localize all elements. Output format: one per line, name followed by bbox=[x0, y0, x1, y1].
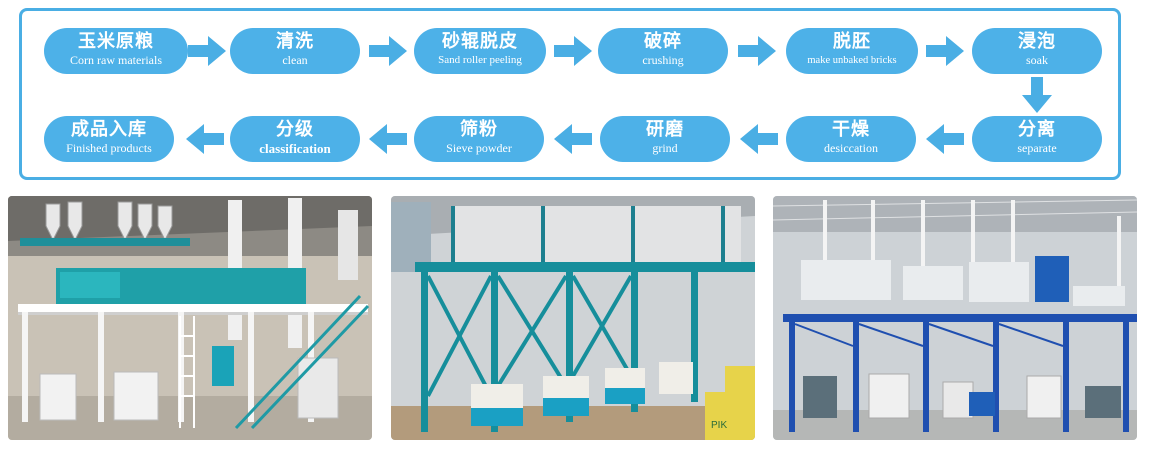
step-sand-roller-peeling: 砂辊脱皮 Sand roller peeling bbox=[414, 28, 546, 74]
step-en-label: Finished products bbox=[66, 141, 152, 155]
step-en-label: soak bbox=[1026, 53, 1048, 67]
arrow-left-icon bbox=[740, 124, 778, 154]
arrow-down-icon bbox=[1022, 77, 1052, 113]
step-en-label: separate bbox=[1017, 141, 1057, 155]
step-en-label: Sieve powder bbox=[446, 141, 512, 155]
arrow-left-icon bbox=[926, 124, 964, 154]
step-en-label: make unbaked bricks bbox=[807, 55, 897, 66]
photo-mill-plant-2: PIK bbox=[391, 196, 755, 440]
step-make-unbaked-bricks: 脱胚 make unbaked bricks bbox=[786, 28, 918, 74]
arrow-right-icon bbox=[926, 36, 964, 66]
step-clean: 清洗 clean bbox=[230, 28, 360, 74]
step-en-label: classification bbox=[259, 141, 331, 156]
step-zh-label: 研磨 bbox=[646, 119, 684, 140]
step-zh-label: 干燥 bbox=[832, 119, 870, 140]
step-en-label: grind bbox=[652, 141, 678, 155]
arrow-left-icon bbox=[186, 124, 224, 154]
photo-mill-plant-3 bbox=[773, 196, 1137, 440]
process-flow-panel: 玉米原粮 Corn raw materials 清洗 clean 砂辊脱皮 Sa… bbox=[19, 8, 1121, 180]
arrow-right-icon bbox=[738, 36, 776, 66]
step-zh-label: 砂辊脱皮 bbox=[442, 31, 518, 52]
step-zh-label: 玉米原粮 bbox=[78, 31, 154, 52]
step-zh-label: 分离 bbox=[1018, 119, 1056, 140]
arrow-left-icon bbox=[554, 124, 592, 154]
step-zh-label: 破碎 bbox=[644, 31, 682, 52]
step-en-label: clean bbox=[282, 53, 308, 67]
step-zh-label: 浸泡 bbox=[1018, 31, 1056, 52]
arrow-right-icon bbox=[188, 36, 226, 66]
step-sieve-powder: 筛粉 Sieve powder bbox=[414, 116, 544, 162]
step-soak: 浸泡 soak bbox=[972, 28, 1102, 74]
step-crushing: 破碎 crushing bbox=[598, 28, 728, 74]
step-en-label: crushing bbox=[642, 53, 684, 67]
step-desiccation: 干燥 desiccation bbox=[786, 116, 916, 162]
photo-mill-plant-1 bbox=[8, 196, 372, 440]
step-grind: 研磨 grind bbox=[600, 116, 730, 162]
step-zh-label: 分级 bbox=[276, 119, 314, 140]
step-finished-products: 成品入库 Finished products bbox=[44, 116, 174, 162]
step-classification: 分级 classification bbox=[230, 116, 360, 162]
step-zh-label: 成品入库 bbox=[71, 119, 147, 140]
step-separate: 分离 separate bbox=[972, 116, 1102, 162]
step-zh-label: 脱胚 bbox=[833, 31, 871, 52]
step-en-label: Corn raw materials bbox=[70, 53, 162, 67]
arrow-right-icon bbox=[369, 36, 407, 66]
step-en-label: desiccation bbox=[824, 141, 878, 155]
step-corn-raw-materials: 玉米原粮 Corn raw materials bbox=[44, 28, 188, 74]
arrow-left-icon bbox=[369, 124, 407, 154]
step-en-label: Sand roller peeling bbox=[438, 54, 522, 66]
arrow-right-icon bbox=[554, 36, 592, 66]
step-zh-label: 筛粉 bbox=[460, 119, 498, 140]
sign-text: PIK bbox=[711, 420, 727, 431]
step-zh-label: 清洗 bbox=[276, 31, 314, 52]
